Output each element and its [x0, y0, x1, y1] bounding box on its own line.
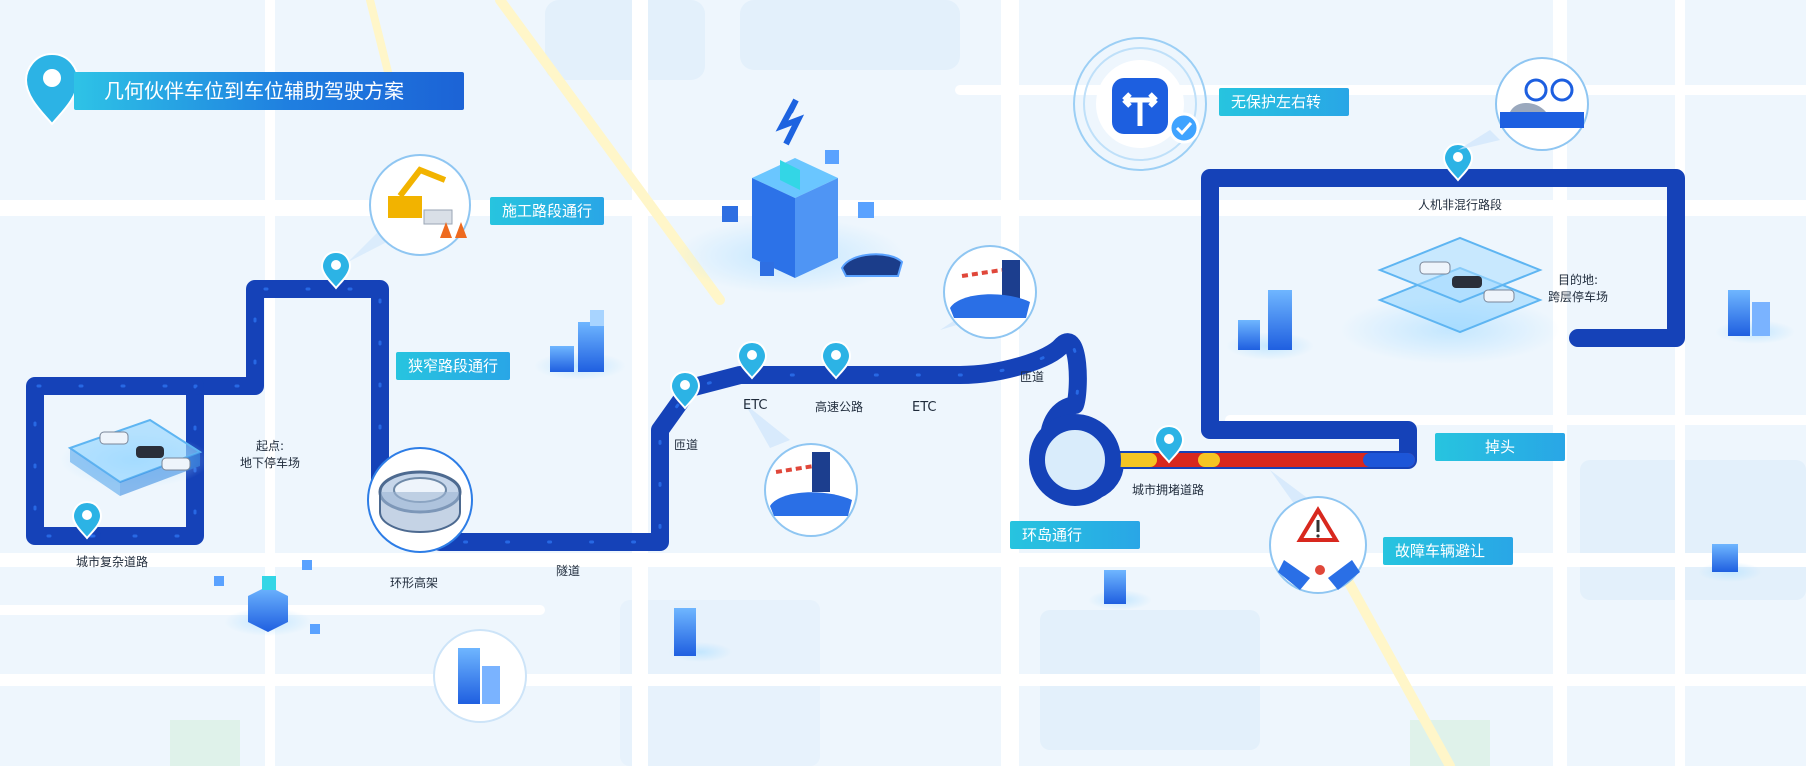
label-etc-1: ETC [743, 398, 768, 413]
label-etc-2: ETC [912, 400, 937, 415]
destination-label-place: 跨层停车场 [1548, 290, 1609, 304]
etc-gate-illustration-upper [940, 245, 1037, 339]
start-label-place: 地下停车场 [240, 456, 301, 470]
label-ramp-2: 匝道 [1020, 370, 1045, 384]
etc-gate-illustration-lower [745, 404, 858, 537]
tag-unprotected-turn: 无保护左右转 [1219, 88, 1349, 116]
multilevel-parking-illustration [1340, 236, 1560, 364]
label-highway: 高速公路 [815, 400, 864, 414]
tag-construction-road: 施工路段通行 [490, 197, 605, 225]
start-label-title: 起点: [255, 439, 285, 453]
mixed-traffic-illustration [1458, 57, 1589, 151]
tag-narrow-road: 狭窄路段通行 [396, 352, 511, 380]
destination-label: 目的地: 跨层停车场 [1548, 272, 1608, 306]
start-label: 起点: 地下停车场 [240, 438, 300, 472]
broken-vehicle-illustration [1269, 470, 1367, 594]
label-congested-road: 城市拥堵道路 [1132, 483, 1205, 497]
tag-broken-vehicle-avoidance: 故障车辆避让 [1383, 537, 1513, 565]
narrow-road-buildings [534, 310, 626, 380]
label-tunnel: 隧道 [556, 564, 581, 578]
construction-illustration [348, 154, 471, 262]
cloud-server-illustration [675, 98, 905, 294]
title-location-pin-icon [24, 52, 80, 126]
tag-u-turn: 掉头 [1435, 433, 1565, 461]
label-city-complex-road: 城市复杂道路 [76, 555, 149, 569]
decorative-buildings [214, 290, 1795, 723]
unprotected-turn-illustration [1073, 37, 1207, 171]
page-title: 几何伙伴车位到车位辅助驾驶方案 [74, 72, 464, 110]
roundabout-ring [1029, 414, 1121, 506]
label-ring-viaduct: 环形高架 [390, 576, 439, 590]
destination-label-title: 目的地: [1557, 273, 1599, 287]
underground-parking-illustration [60, 418, 210, 496]
label-mixed-traffic-road: 人机非混行路段 [1418, 198, 1503, 212]
tag-roundabout: 环岛通行 [1010, 521, 1140, 549]
ring-viaduct-illustration [367, 447, 473, 553]
label-ramp-1: 匝道 [674, 438, 699, 452]
